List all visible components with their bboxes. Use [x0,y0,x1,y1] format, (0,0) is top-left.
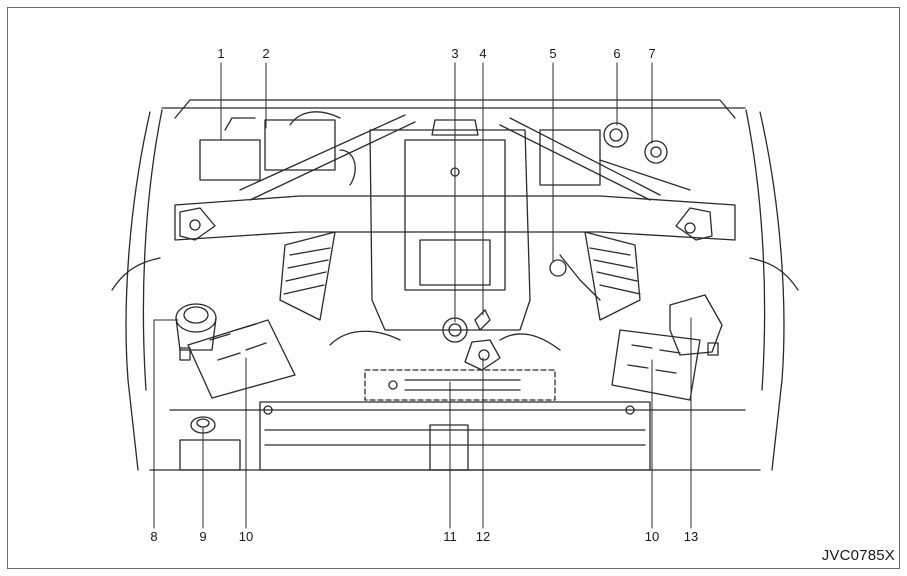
callout-10-left: 10 [238,529,254,544]
washer-reservoir [179,416,241,471]
front-center-components [329,309,561,401]
diagram-frame [7,7,900,569]
callout-6: 6 [613,46,621,61]
leader-lines [153,62,692,529]
upper-left-components [199,111,356,186]
callout-7: 7 [648,46,656,61]
radiator [169,401,746,471]
callout-8: 8 [150,529,158,544]
callout-11: 11 [443,529,457,544]
upper-right-components [539,122,691,301]
callout-10-right: 10 [644,529,660,544]
callout-5: 5 [549,46,557,61]
engine-cover [369,119,531,331]
callout-13: 13 [683,529,699,544]
figure-code: JVC0785X [821,547,895,564]
callout-1: 1 [217,46,225,61]
callout-3: 3 [451,46,459,61]
left-reservoir-and-fusebox [175,303,296,399]
callout-12: 12 [475,529,491,544]
callout-4: 4 [479,46,487,61]
callout-2: 2 [262,46,270,61]
strut-brace [174,114,736,241]
intake-ducts [279,231,641,321]
right-fusebox-and-battery [611,294,723,401]
callout-9: 9 [199,529,207,544]
